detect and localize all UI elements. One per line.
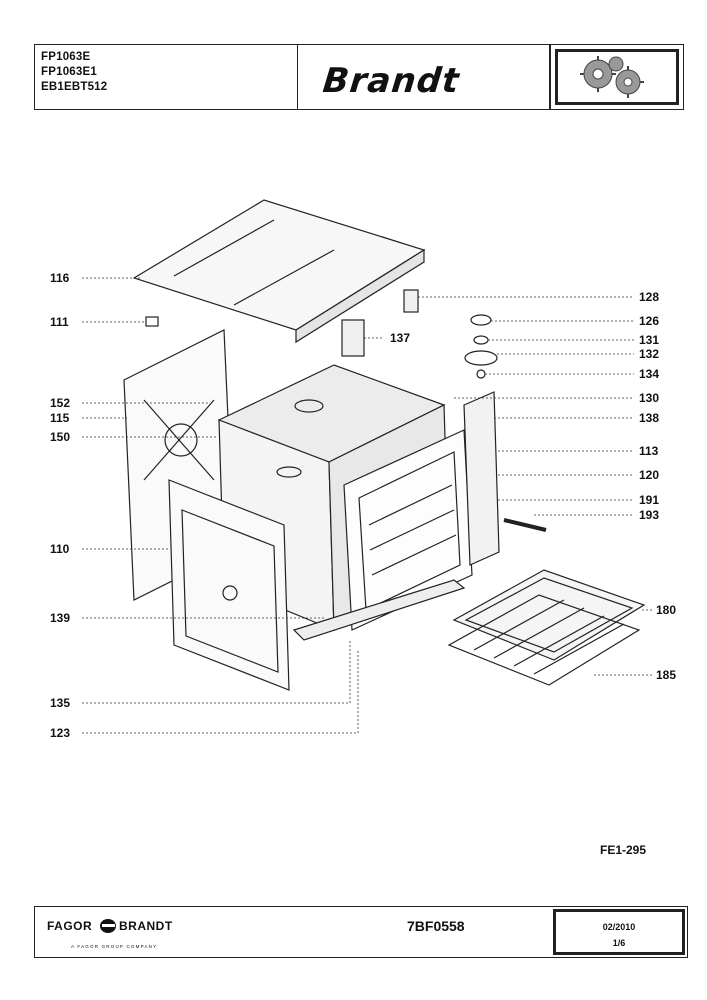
callout-label: 130 [639, 391, 660, 405]
callout-label: 126 [639, 314, 660, 328]
date-page-box: 02/2010 1/6 [553, 909, 685, 955]
callout-label: 193 [639, 508, 660, 522]
model-number: EB1EBT512 [41, 81, 108, 93]
model-number: FP1063E [41, 51, 91, 63]
callout-label: 111 [50, 315, 69, 329]
callout-label: 191 [639, 493, 660, 507]
exploded-view-diagram: 116 111 152 115 150 110 139 135 123 137 … [34, 180, 684, 780]
callout-label: 137 [390, 331, 411, 345]
callout-label: 120 [639, 468, 660, 482]
company-name: FAGOR [47, 919, 93, 933]
callout-label: 134 [639, 367, 660, 381]
callout-label: 132 [639, 347, 660, 361]
brand-logo: Brandt [320, 61, 462, 101]
callout-label: 150 [50, 430, 71, 444]
fagor-brandt-logo-icon [100, 919, 116, 933]
page-number: 1/6 [612, 938, 626, 948]
header-block: FP1063E FP1063E1 EB1EBT512 Brandt [34, 44, 684, 110]
callout-label: 180 [656, 603, 677, 617]
model-number: FP1063E1 [41, 66, 97, 78]
oven-exploded-drawing [82, 199, 654, 734]
callout-label: 128 [639, 290, 660, 304]
document-date: 02/2010 [602, 922, 636, 932]
gears-icon [580, 56, 644, 98]
callout-label: 113 [639, 444, 659, 458]
callout-label: 110 [50, 542, 70, 556]
callout-label: 139 [50, 611, 71, 625]
figure-code: FE1-295 [600, 843, 647, 857]
callout-label: 135 [50, 696, 71, 710]
company-tagline: A FAGOR GROUP COMPANY [71, 944, 158, 949]
callout-label: 116 [50, 271, 70, 285]
callout-label: 115 [50, 411, 70, 425]
header-divider [297, 45, 298, 109]
callout-label: 131 [639, 333, 660, 347]
icon-box [549, 45, 683, 109]
callout-label: 138 [639, 411, 660, 425]
callout-label: 123 [50, 726, 71, 740]
document-number: 7BF0558 [407, 918, 465, 934]
company-name: BRANDT [119, 919, 173, 933]
callout-label: 152 [50, 396, 71, 410]
footer-block: FAGOR BRANDT A FAGOR GROUP COMPANY 7BF05… [34, 906, 688, 958]
callout-label: 185 [656, 668, 677, 682]
